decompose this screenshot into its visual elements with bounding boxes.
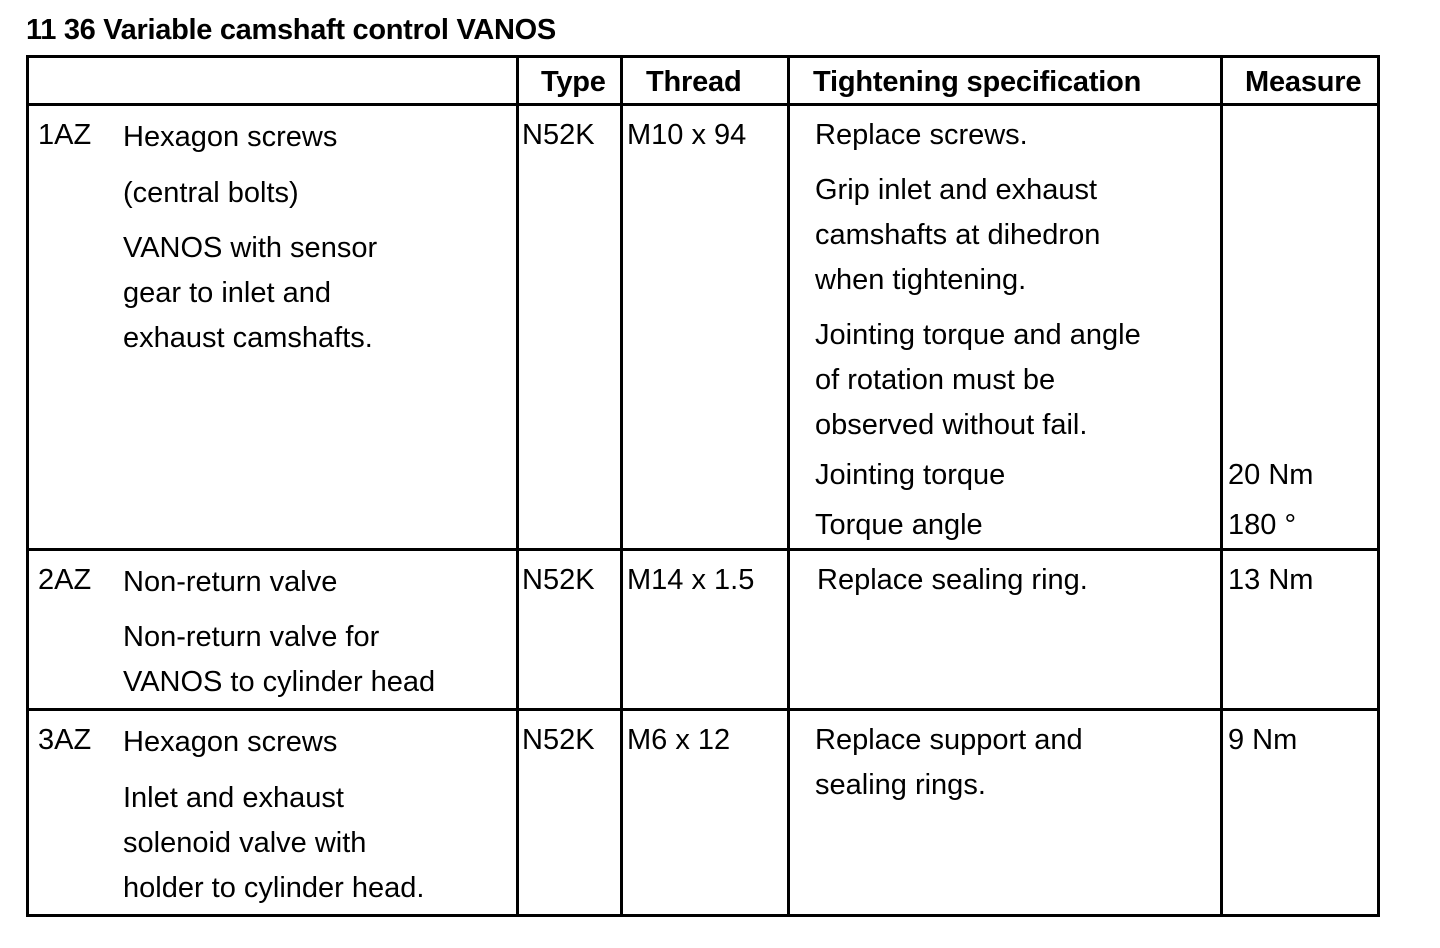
row-description-line: VANOS to cylinder head bbox=[123, 666, 436, 698]
header-thread: Thread bbox=[646, 66, 742, 98]
row-code: 3AZ bbox=[38, 724, 92, 756]
row-spec-line: Replace screws. bbox=[815, 119, 1028, 151]
column-divider bbox=[620, 55, 623, 917]
row-divider bbox=[26, 103, 1380, 106]
row-type: N52K bbox=[522, 724, 595, 756]
row-spec-line: camshafts at dihedron bbox=[815, 219, 1101, 251]
column-divider bbox=[1220, 55, 1223, 917]
row-description-line: Non-return valve for bbox=[123, 621, 380, 653]
row-description-line: Hexagon screws bbox=[123, 121, 338, 153]
row-description-line: holder to cylinder head. bbox=[123, 872, 425, 904]
row-description-line: gear to inlet and bbox=[123, 277, 331, 309]
row-description-line: Inlet and exhaust bbox=[123, 782, 344, 814]
row-measure: 20 Nm bbox=[1228, 459, 1314, 491]
header-type: Type bbox=[541, 66, 606, 98]
row-description-line: exhaust camshafts. bbox=[123, 322, 373, 354]
row-measure: 180 ° bbox=[1228, 509, 1297, 541]
row-description-line: VANOS with sensor bbox=[123, 232, 378, 264]
row-description-line: solenoid valve with bbox=[123, 827, 367, 859]
row-thread: M6 x 12 bbox=[627, 724, 731, 756]
row-spec-line: observed without fail. bbox=[815, 409, 1088, 441]
row-type: N52K bbox=[522, 564, 595, 596]
row-thread: M10 x 94 bbox=[627, 119, 747, 151]
page-title: 11 36 Variable camshaft control VANOS bbox=[26, 14, 556, 46]
header-measure: Measure bbox=[1245, 66, 1362, 98]
row-measure: 9 Nm bbox=[1228, 724, 1298, 756]
row-thread: M14 x 1.5 bbox=[627, 564, 755, 596]
row-measure: 13 Nm bbox=[1228, 564, 1314, 596]
row-spec-line: of rotation must be bbox=[815, 364, 1056, 396]
row-description-line: Non-return valve bbox=[123, 566, 338, 598]
row-spec-line: Jointing torque bbox=[815, 459, 1006, 491]
row-spec-line: Torque angle bbox=[815, 509, 983, 541]
row-code: 2AZ bbox=[38, 564, 92, 596]
row-spec-line: when tightening. bbox=[815, 264, 1027, 296]
row-spec-line: Replace sealing ring. bbox=[817, 564, 1088, 596]
row-divider bbox=[26, 548, 1380, 551]
column-divider bbox=[516, 55, 519, 917]
table-border bbox=[26, 55, 1380, 917]
row-divider bbox=[26, 708, 1380, 711]
row-code: 1AZ bbox=[38, 119, 92, 151]
row-description-line: (central bolts) bbox=[123, 177, 299, 209]
row-spec-line: sealing rings. bbox=[815, 769, 986, 801]
row-spec-line: Replace support and bbox=[815, 724, 1083, 756]
row-spec-line: Jointing torque and angle bbox=[815, 319, 1141, 351]
row-type: N52K bbox=[522, 119, 595, 151]
column-divider bbox=[787, 55, 790, 917]
header-tightening-spec: Tightening specification bbox=[813, 66, 1142, 98]
row-spec-line: Grip inlet and exhaust bbox=[815, 174, 1098, 206]
row-description-line: Hexagon screws bbox=[123, 726, 338, 758]
